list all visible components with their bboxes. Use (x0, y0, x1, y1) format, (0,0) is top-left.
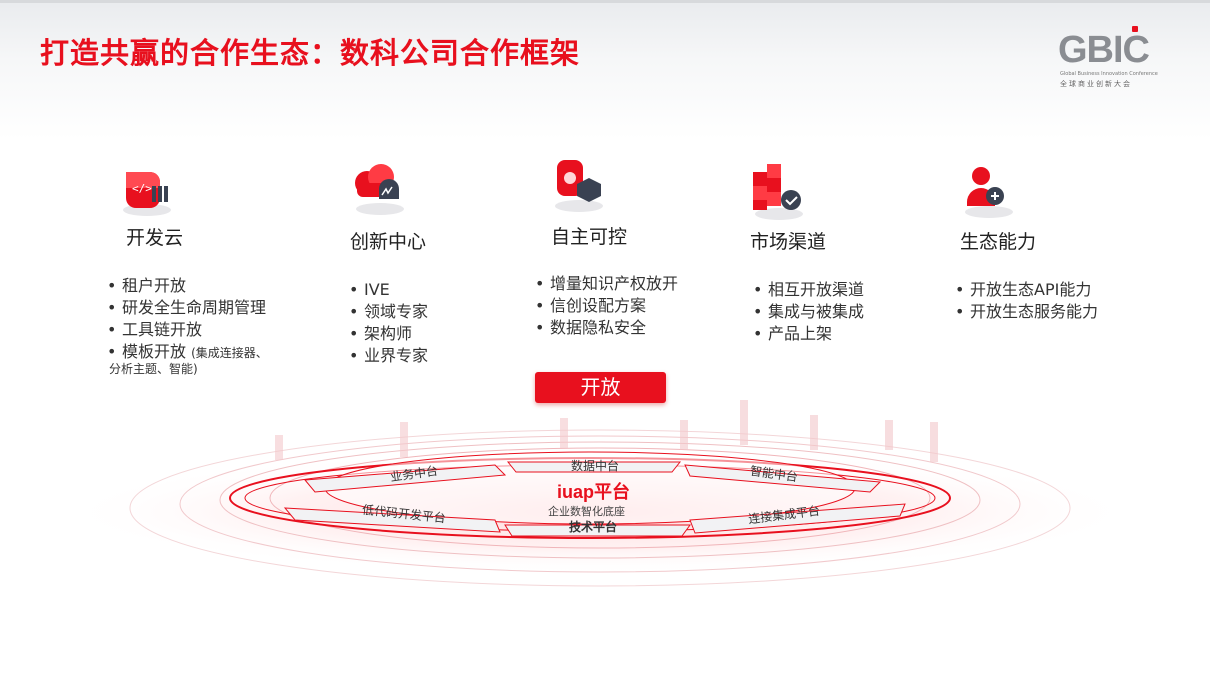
list-item: 研发全生命周期管理 (107, 297, 268, 319)
list-item-note: (集成连接器、 (191, 346, 268, 360)
list-item: 数据隐私安全 (535, 317, 678, 339)
list-item-label: 模板开放 (122, 342, 187, 361)
page-title: 打造共赢的合作生态：数科公司合作框架 (40, 36, 581, 70)
logo-wordmark: GBIC (1058, 29, 1150, 71)
top-border (0, 0, 1210, 3)
bullet-list: 开放生态API能力 开放生态服务能力 (955, 279, 1098, 323)
list-item: 信创设配方案 (535, 295, 678, 317)
gbic-logo: GBIC Global Business Innovation Conferen… (1058, 26, 1168, 90)
bullet-list: IVE 领域专家 架构师 业界专家 (349, 279, 428, 367)
column-title: 创新中心 (350, 231, 427, 253)
list-item: 开放生态服务能力 (955, 301, 1098, 323)
list-item: 开放生态API能力 (955, 279, 1098, 301)
iuap-platform-name: iuap平台 (557, 482, 631, 502)
list-item: 产品上架 (753, 323, 864, 345)
list-item: 相互开放渠道 (753, 279, 864, 301)
logo-chinese-name: 全球商业创新大会 (1060, 80, 1132, 88)
code-cloud-icon: </> (123, 172, 171, 216)
bullet-list: 租户开放 研发全生命周期管理 工具链开放 模板开放 (集成连接器、 (107, 275, 268, 364)
list-item: 租户开放 (107, 275, 268, 297)
list-item: 模板开放 (集成连接器、 (107, 341, 268, 364)
list-item: IVE (349, 279, 428, 301)
ecosystem-link-icon (965, 167, 1013, 218)
column-title: 生态能力 (960, 231, 1037, 253)
column-title: 市场渠道 (750, 231, 827, 253)
segment-tech-platform: 技术平台 (569, 520, 618, 534)
list-item: 集成与被集成 (753, 301, 864, 323)
cloud-lightbulb-icon (355, 164, 404, 215)
logo-subtitle: Global Business Innovation Conference (1060, 71, 1158, 77)
list-item: 业界专家 (349, 345, 428, 367)
list-item: 工具链开放 (107, 319, 268, 341)
bullet-list: 相互开放渠道 集成与被集成 产品上架 (753, 279, 864, 345)
column-title: 自主可控 (551, 226, 628, 248)
list-item: 架构师 (349, 323, 428, 345)
list-item-note-continued: 分析主题、智能) (109, 362, 198, 376)
platform-rings (60, 400, 1140, 587)
svg-text:</>: </> (132, 182, 152, 195)
segment-data-platform: 数据中台 (571, 459, 620, 473)
logo-accent-dot (1132, 26, 1138, 32)
platform-base-label: 企业数智化底座 (548, 505, 625, 518)
bullet-list: 增量知识产权放开 信创设配方案 数据隐私安全 (535, 273, 678, 339)
building-blocks-icon (753, 164, 803, 220)
list-item: 领域专家 (349, 301, 428, 323)
column-title: 开发云 (126, 227, 184, 249)
open-button[interactable]: 开放 (535, 372, 666, 403)
list-item: 增量知识产权放开 (535, 273, 678, 295)
shield-lock-icon (555, 160, 603, 212)
